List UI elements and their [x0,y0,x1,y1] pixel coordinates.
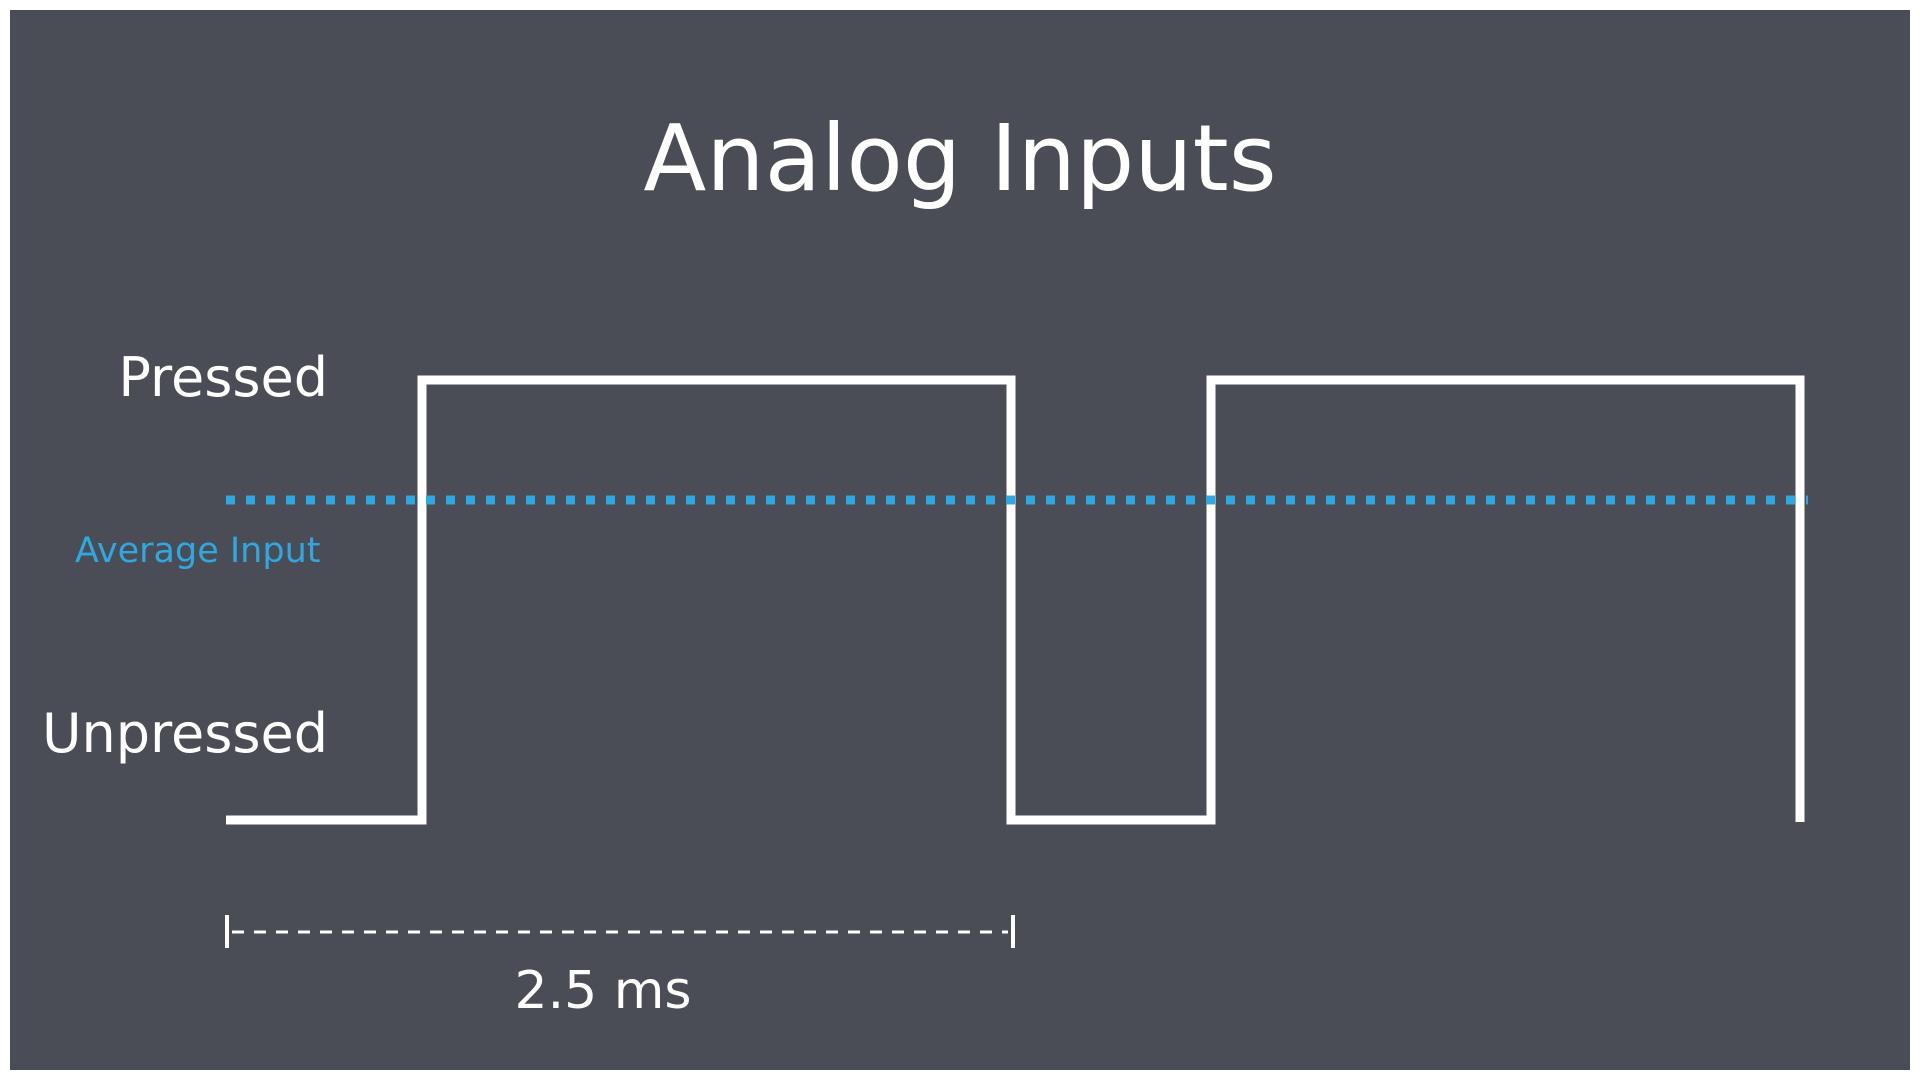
unpressed-level-label: Unpressed [42,702,328,765]
diagram-background [10,10,1910,1070]
duration-label: 2.5 ms [515,961,692,1021]
signal-waveform [226,375,1805,825]
pressed-level-label: Pressed [118,346,328,409]
diagram-title: Analog Inputs [643,105,1276,212]
average-input-label: Average Input [75,531,320,571]
